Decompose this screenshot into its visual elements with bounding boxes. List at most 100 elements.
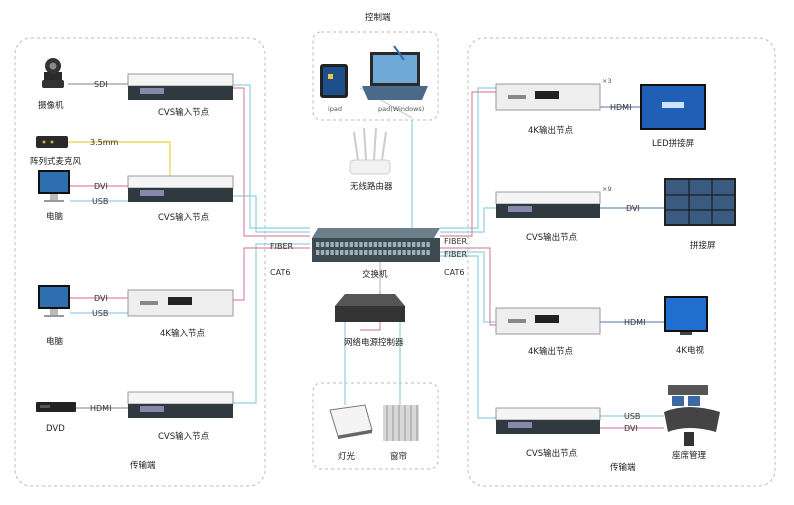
link-label-dvi-splice: DVI [626, 204, 640, 213]
right-section-border [467, 37, 776, 487]
switch-port [325, 250, 329, 255]
control-section-border [312, 31, 439, 121]
4k-output-node-2-label: 4K输出节点 [528, 346, 573, 357]
ipad-label: ipad [328, 105, 342, 113]
link-label-usb-2: USB [92, 309, 108, 318]
link-label-usb-1: USB [92, 197, 108, 206]
computer-label-2: 电脑 [46, 336, 64, 347]
computer-label-1: 电脑 [46, 211, 64, 222]
link-label-sdi: SDI [94, 80, 108, 89]
switch-port [421, 250, 425, 255]
link-label-fiber-right-2: FIBER [444, 250, 468, 259]
switch-port [383, 250, 387, 255]
left-section-border [14, 37, 266, 487]
switch-port [330, 242, 334, 247]
switch-port [426, 242, 430, 247]
seat-console-label: 座席管理 [672, 450, 707, 461]
switch-port [388, 242, 392, 247]
switch-port [402, 242, 406, 247]
4k-output-node-2 [495, 307, 601, 335]
cat6-lines [233, 87, 496, 331]
curtain-icon [383, 405, 419, 441]
switch-port [397, 242, 401, 247]
switch-port [364, 242, 368, 247]
microphone-label: 阵列式麦克风 [30, 156, 82, 167]
link-label-cat6-left: CAT6 [270, 268, 290, 277]
camera-label: 摄像机 [38, 100, 64, 111]
link-label-3-5mm: 3.5mm [90, 138, 119, 147]
switch-port [383, 242, 387, 247]
switch-port [412, 250, 416, 255]
link-label-cat6-right: CAT6 [444, 268, 464, 277]
switch-port [373, 250, 377, 255]
cvs-output-node-2 [495, 407, 601, 434]
router-icon [349, 127, 391, 175]
power-section-border [312, 382, 439, 470]
source-lines [68, 83, 664, 429]
video-wall-icon [664, 178, 736, 226]
control-title: 控制端 [365, 12, 391, 23]
4k-input-node [127, 289, 234, 317]
switch-port [416, 242, 421, 247]
ceiling-light-icon [329, 404, 373, 439]
switch-port [354, 250, 358, 255]
switch-port [335, 250, 339, 255]
switch-port [349, 250, 353, 255]
link-label-hdmi-dvd: HDMI [90, 404, 111, 413]
switch-port [368, 250, 373, 255]
switch-port [340, 242, 344, 247]
switch-port [397, 250, 401, 255]
switch-port [344, 242, 349, 247]
link-label-hdmi-tv: HDMI [624, 318, 645, 327]
multiplier-2: ×9 [602, 185, 612, 193]
link-label-dvi-1: DVI [94, 182, 108, 191]
network-switch-icon [312, 228, 440, 262]
video-wall-label: 拼接屏 [690, 240, 716, 251]
switch-port [407, 242, 411, 247]
switch-port [340, 250, 344, 255]
switch-port [344, 250, 349, 255]
switch-port [359, 242, 363, 247]
switch-port [316, 250, 320, 255]
switch-port [392, 242, 397, 247]
switch-port [378, 242, 382, 247]
camera-icon [42, 58, 64, 88]
cvs-input-node-2 [127, 175, 234, 202]
switch-port [378, 250, 382, 255]
switch-port [335, 242, 339, 247]
fiber-lines [233, 84, 496, 419]
cvs-output-node-1-label: CVS输出节点 [526, 232, 578, 243]
switch-port [416, 250, 421, 255]
curtain-label: 窗帘 [390, 451, 407, 462]
switch-port [316, 242, 320, 247]
power-controller-label: 网络电源控制器 [344, 337, 404, 348]
switch-port [392, 250, 397, 255]
right-section-label: 传输端 [610, 462, 636, 473]
switch-port [349, 242, 353, 247]
4k-output-node-1 [495, 83, 601, 111]
switch-port [364, 250, 368, 255]
link-label-fiber-left: FIBER [270, 242, 294, 251]
cvs-input-node-3-label: CVS输入节点 [158, 431, 210, 442]
switch-port [330, 250, 334, 255]
switch-label: 交换机 [362, 269, 388, 280]
ipad-icon [320, 64, 348, 98]
microphone-array-icon [36, 136, 68, 148]
switch-port [373, 242, 377, 247]
link-label-hdmi-led: HDMI [610, 103, 631, 112]
dvd-player-icon [36, 402, 76, 412]
switch-port [402, 250, 406, 255]
switch-port [412, 242, 416, 247]
led-splice-screen-icon [640, 84, 706, 130]
switch-port [320, 242, 325, 247]
4k-input-node-label: 4K输入节点 [160, 328, 205, 339]
switch-port [426, 250, 430, 255]
cvs-input-node-3 [127, 391, 234, 418]
laptop-label: pad(Windows) [378, 105, 424, 113]
cvs-output-node-2-label: CVS输出节点 [526, 448, 578, 459]
switch-port [421, 242, 425, 247]
switch-port [320, 250, 325, 255]
led-splice-screen-label: LED拼接屏 [652, 138, 695, 149]
